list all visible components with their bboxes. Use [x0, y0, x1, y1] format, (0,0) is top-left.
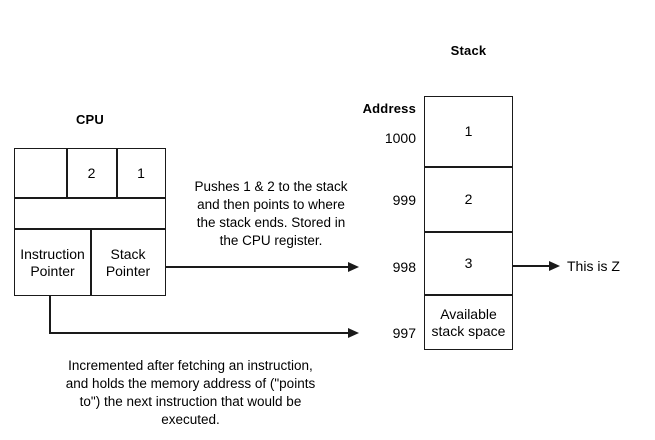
z-arrow-head	[549, 260, 560, 271]
cpu-pointer-divider	[90, 228, 92, 296]
stack-cell-999: 2	[425, 168, 512, 231]
stack-pointer-arrow-line	[166, 266, 348, 268]
cpu-stack-cell-1: 2	[67, 149, 116, 197]
instruction-pointer-arrow-line	[49, 332, 348, 334]
address-value-998: 998	[392, 259, 416, 275]
address-value-997: 997	[392, 325, 416, 341]
stack-pointer-cell: Stack Pointer	[91, 230, 165, 295]
instruction-pointer-drop-line	[49, 296, 51, 334]
cpu-divider-top	[14, 197, 166, 199]
instruction-pointer-cell: Instruction Pointer	[15, 230, 90, 295]
address-heading: Address	[362, 101, 416, 116]
stack-cell-997: Available stack space	[425, 296, 512, 349]
z-label: This is Z	[567, 258, 620, 274]
address-value-999: 999	[392, 192, 416, 208]
stack-cell-998: 3	[425, 233, 512, 294]
stack-divider-3	[424, 294, 513, 296]
address-value-1000: 1000	[384, 130, 416, 146]
cpu-stack-cell-0	[15, 149, 66, 197]
cpu-stack-cell-2: 1	[117, 149, 165, 197]
cpu-top-divider-2	[116, 148, 118, 198]
cpu-top-divider-1	[66, 148, 68, 198]
cpu-middle-row	[15, 199, 165, 228]
cpu-heading: CPU	[75, 112, 105, 127]
stack-cell-1000: 1	[425, 97, 512, 166]
instruction-pointer-arrow-head	[348, 327, 359, 338]
z-arrow-line	[513, 265, 551, 267]
stack-divider-2	[424, 231, 513, 233]
instruction-pointer-note: Incremented after fetching an instructio…	[65, 358, 316, 427]
stack-divider-1	[424, 166, 513, 168]
stack-pointer-note: Pushes 1 & 2 to the stack and then point…	[194, 179, 348, 248]
stack-pointer-arrow-head	[348, 261, 359, 272]
stack-heading: Stack	[450, 43, 487, 58]
